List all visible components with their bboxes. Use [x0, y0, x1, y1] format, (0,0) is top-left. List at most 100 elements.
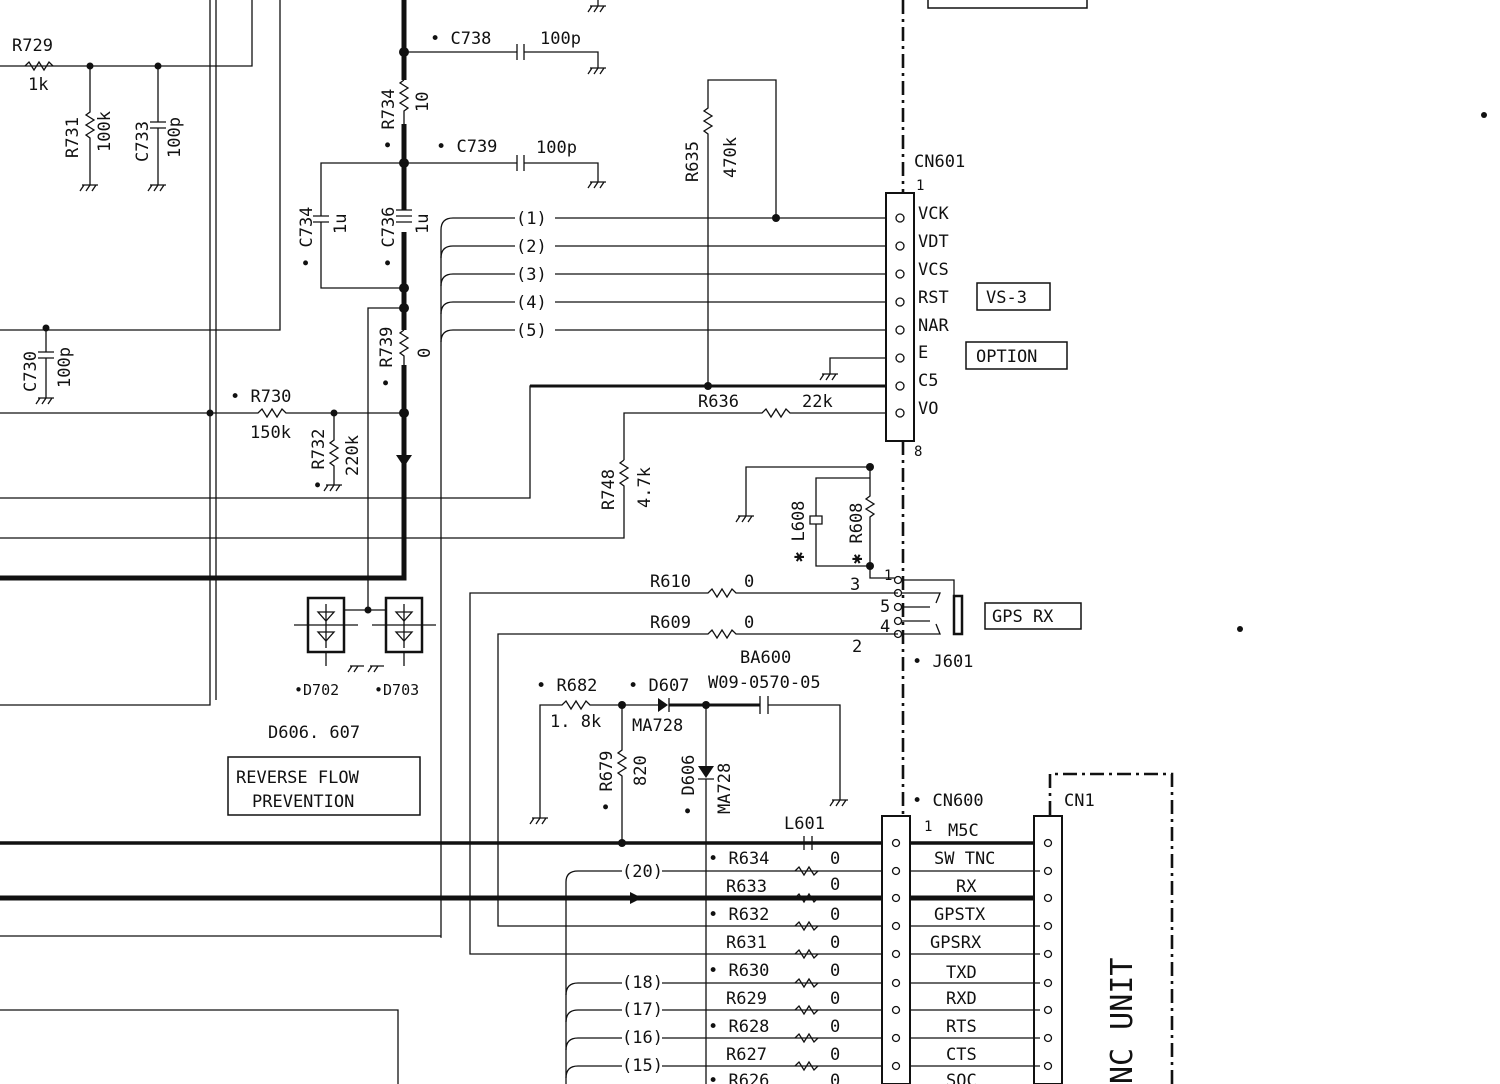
svg-text:0: 0: [415, 348, 435, 358]
resistor-r732: • R732 220k: [309, 413, 363, 492]
svg-text:0: 0: [830, 905, 840, 925]
capacitor-c730: C730 100p: [21, 324, 75, 405]
reverse-flow-box: REVERSE FLOW PREVENTION: [227, 756, 421, 816]
diode-d606: • D606 MA728: [679, 705, 735, 1084]
top-label-box: [927, 0, 1088, 9]
svg-text:✱ L608: ✱ L608: [789, 501, 809, 562]
svg-text:1k: 1k: [28, 75, 48, 95]
svg-text:C733: C733: [133, 121, 153, 162]
rx-line: [0, 892, 1050, 904]
svg-text:REVERSE FLOW: REVERSE FLOW: [236, 768, 360, 788]
svg-text:PREVENTION: PREVENTION: [252, 792, 354, 812]
svg-text:• R626: • R626: [708, 1071, 769, 1084]
svg-text:GPSTX: GPSTX: [934, 905, 986, 925]
svg-text:0: 0: [830, 933, 840, 953]
resistor-r610: R610 0: [469, 572, 900, 955]
capacitor-c739: • C739 100p: [404, 137, 606, 189]
svg-text:(15): (15): [622, 1056, 663, 1076]
svg-text:0: 0: [830, 1017, 840, 1037]
resistor-r635: R635 470k: [683, 79, 780, 390]
svg-text:820: 820: [631, 755, 651, 786]
svg-text:L601: L601: [784, 814, 825, 834]
svg-text:8: 8: [914, 444, 922, 460]
tnc-bus-refs: (20) (18) (17) (16) (15): [565, 862, 900, 1084]
svg-text:VCS: VCS: [918, 260, 949, 280]
svg-text:150k: 150k: [250, 423, 291, 443]
svg-text:100p: 100p: [540, 29, 581, 49]
speck: [1481, 112, 1487, 118]
left-frame: [0, 0, 399, 1084]
svg-text:• R730: • R730: [230, 387, 291, 407]
svg-text:100k: 100k: [95, 111, 115, 152]
svg-text:(1): (1): [516, 209, 547, 229]
svg-text:• R679: • R679: [597, 751, 617, 812]
svg-text:0: 0: [830, 1071, 840, 1084]
cn600-cn1-wires: M5C SW TNC RX GPSTX GPSRX TXD RXD RTS CT…: [891, 821, 1053, 1084]
bus-lines: (1) (2) (3) (4) (5): [0, 209, 896, 938]
resistor-r636: R636 22k: [623, 392, 896, 460]
svg-text:• R739: • R739: [377, 327, 397, 388]
pin-e-ground: [819, 357, 896, 381]
svg-text:• C736: • C736: [379, 207, 399, 268]
svg-text:0: 0: [830, 849, 840, 869]
tnc-unit-label: NC UNIT: [1105, 958, 1140, 1084]
svg-text:C5: C5: [918, 371, 938, 391]
svg-text:R631: R631: [726, 933, 767, 953]
diode-d607: • D607 MA728 W09-0570-05: [628, 673, 848, 807]
svg-text:R610: R610: [650, 572, 691, 592]
svg-text:4: 4: [880, 617, 890, 637]
resistor-r682: • R682 1. 8k: [529, 676, 660, 825]
gps-rx-box: GPS RX: [984, 602, 1082, 630]
svg-text:0: 0: [744, 613, 754, 633]
svg-text:3: 3: [850, 575, 860, 595]
svg-text:CN1: CN1: [1064, 791, 1095, 811]
svg-text:0: 0: [830, 1045, 840, 1065]
l608-r608: ✱ L608 ✱ R608: [735, 463, 896, 579]
resistor-r748: R748 4.7k: [440, 459, 655, 539]
svg-text:RX: RX: [956, 877, 977, 897]
tnc-boundary: [1048, 772, 1174, 1084]
svg-text:R609: R609: [650, 613, 691, 633]
svg-text:•D702: •D702: [294, 681, 339, 699]
capacitor-c738: • C738 100p: [404, 29, 606, 75]
svg-text:RTS: RTS: [946, 1017, 977, 1037]
svg-text:R633: R633: [726, 877, 767, 897]
svg-text:R629: R629: [726, 989, 767, 1009]
diode-d703: •D703: [367, 596, 436, 699]
svg-text:C730: C730: [21, 351, 41, 392]
capacitor-c734: • C734 1u: [297, 162, 404, 289]
svg-text:2: 2: [852, 637, 862, 657]
svg-text:1: 1: [924, 819, 932, 835]
svg-text:CN601: CN601: [914, 152, 965, 172]
svg-text:(18): (18): [622, 973, 663, 993]
d606-607-label: D606. 607: [268, 723, 360, 743]
ba600-label: BA600: [740, 648, 791, 668]
svg-text:•D703: •D703: [374, 681, 419, 699]
connector-cn1: CN1: [1033, 791, 1095, 1084]
svg-text:W09-0570-05: W09-0570-05: [708, 673, 821, 693]
svg-text:• C739: • C739: [436, 137, 497, 157]
svg-text:RXD: RXD: [946, 989, 977, 1009]
ground-top: [587, 0, 606, 13]
svg-text:100p: 100p: [536, 138, 577, 158]
svg-text:VS-3: VS-3: [986, 288, 1027, 308]
svg-text:• CN600: • CN600: [912, 791, 984, 811]
svg-text:100p: 100p: [55, 347, 75, 388]
svg-text:22k: 22k: [802, 392, 833, 412]
resistor-r730: • R730 150k: [0, 387, 404, 443]
svg-text:M5C: M5C: [948, 821, 979, 841]
svg-text:R729: R729: [12, 36, 53, 56]
svg-text:VCK: VCK: [918, 204, 949, 224]
svg-text:• C738: • C738: [430, 29, 491, 49]
svg-text:R748: R748: [599, 469, 619, 510]
svg-text:SOC: SOC: [946, 1071, 977, 1084]
svg-text:470k: 470k: [721, 137, 741, 178]
svg-text:1: 1: [884, 568, 892, 584]
svg-text:100p: 100p: [165, 117, 185, 158]
svg-text:4.7k: 4.7k: [635, 467, 655, 508]
svg-text:CTS: CTS: [946, 1045, 977, 1065]
svg-text:• D606: • D606: [679, 755, 699, 816]
resistor-r731: R731 100k: [63, 66, 115, 192]
svg-text:(17): (17): [622, 1000, 663, 1020]
